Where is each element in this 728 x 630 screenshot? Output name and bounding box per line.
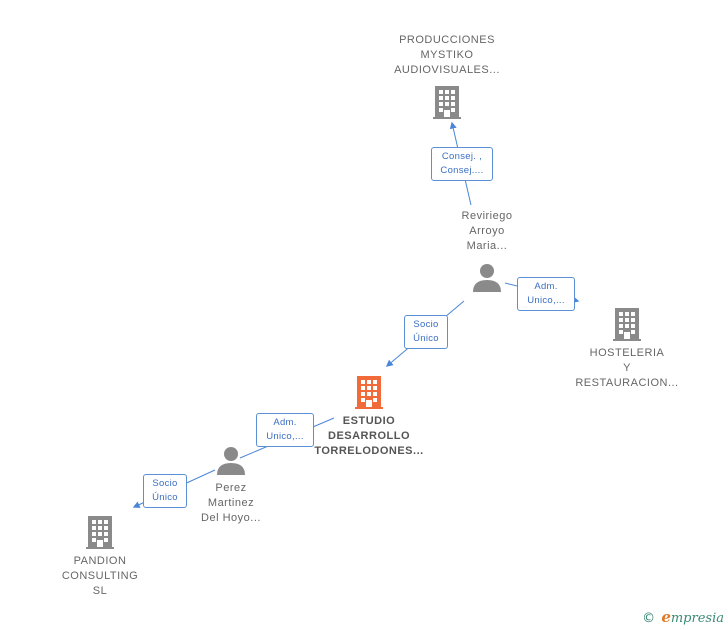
brand-initial: e (661, 608, 671, 626)
edge-label-adm-unico-hosteleria[interactable]: Adm. Unico,... (517, 277, 575, 311)
building-icon (355, 376, 383, 409)
edge-label-socio-unico-pandion[interactable]: Socio Único (143, 474, 187, 508)
building-icon (86, 516, 114, 549)
brand-footer: © empresia (642, 608, 724, 626)
node-estudio[interactable]: ESTUDIO DESARROLLO TORRELODONES... (299, 374, 439, 459)
node-pandion[interactable]: PANDION CONSULTING SL (40, 514, 160, 599)
node-hosteleria[interactable]: HOSTELERIA Y RESTAURACION... (562, 306, 692, 391)
node-reviriego[interactable]: Reviriego Arroyo Maria... (432, 209, 542, 294)
edge-label-adm-unico-estudio[interactable]: Adm. Unico,... (256, 413, 314, 447)
node-label: HOSTELERIA Y RESTAURACION... (575, 347, 679, 389)
building-icon (613, 308, 641, 341)
node-label: Reviriego Arroyo Maria... (461, 210, 513, 252)
node-producciones[interactable]: PRODUCCIONES MYSTIKO AUDIOVISUALES... (382, 33, 512, 120)
brand-name: mpresia (670, 611, 724, 626)
node-label: ESTUDIO DESARROLLO TORRELODONES... (314, 415, 424, 457)
edge-label-consej[interactable]: Consej. , Consej.... (431, 147, 493, 181)
person-icon (217, 447, 245, 475)
edge-label-socio-unico-estudio[interactable]: Socio Único (404, 315, 448, 349)
node-perez[interactable]: Perez Martinez Del Hoyo... (176, 445, 286, 526)
node-label: PRODUCCIONES MYSTIKO AUDIOVISUALES... (394, 34, 500, 76)
node-label: Perez Martinez Del Hoyo... (201, 482, 261, 524)
node-label: PANDION CONSULTING SL (61, 555, 139, 597)
building-icon (433, 86, 461, 119)
copyright-symbol: © (642, 611, 656, 626)
person-icon (473, 264, 501, 292)
